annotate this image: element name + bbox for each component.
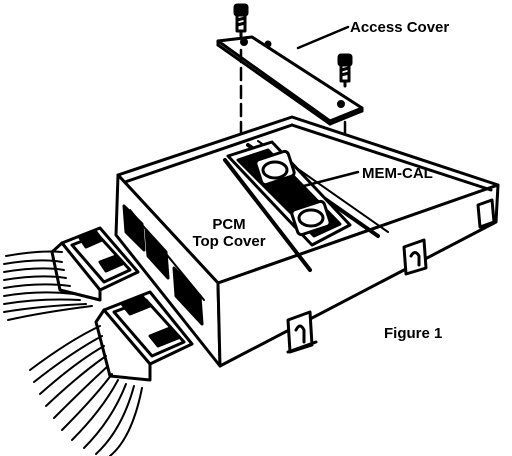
lower-harness-connector (94, 290, 194, 382)
mem-cal-label: MEM-CAL (362, 165, 433, 182)
access-cover-plate (216, 35, 364, 126)
mem-cal-module (226, 140, 352, 247)
screw-right (337, 53, 353, 88)
screw-left (233, 3, 249, 38)
pcm-top-cover-label: PCM Top Cover (184, 216, 274, 250)
pcm-label-line1: PCM (212, 216, 246, 233)
mounting-tab-front (286, 310, 318, 354)
lower-harness-wires (29, 325, 143, 456)
access-cover-leader (296, 25, 350, 50)
upper-harness-connector (50, 226, 140, 302)
access-cover-label: Access Cover (350, 19, 450, 36)
pcm-label-line2: Top Cover (192, 233, 266, 250)
mem-cal-leader (294, 170, 360, 190)
mounting-tab-side (402, 238, 428, 276)
figure-caption: Figure 1 (384, 325, 443, 342)
pcm-connector-sockets (122, 204, 205, 326)
upper-harness-wires (3, 250, 93, 321)
side-fastener (476, 198, 496, 229)
